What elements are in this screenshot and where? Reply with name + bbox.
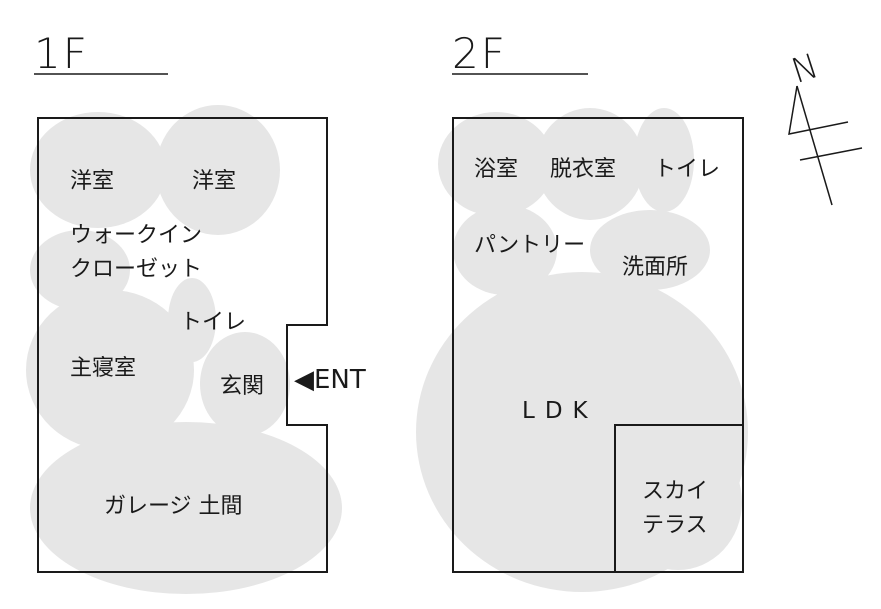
room-dressing: 脱衣室: [550, 157, 616, 182]
floor-2f-label: 2F: [452, 29, 507, 78]
entrance-marker: ◀ENT: [294, 365, 366, 395]
room-western-2: 洋室: [192, 169, 236, 194]
blob-sky-terrace: [614, 434, 742, 570]
sky-terrace-walls: [614, 424, 743, 572]
compass-arrow-icon: [788, 85, 849, 135]
blob-western-room-1: [30, 112, 166, 228]
blob-dressing: [536, 108, 644, 220]
blob-entrance-hall: [200, 332, 290, 436]
blob-walkin-closet: [30, 230, 130, 310]
room-toilet-2f: トイレ: [654, 157, 720, 182]
room-ldk: LDK: [522, 398, 598, 424]
room-master-bedroom: 主寝室: [70, 356, 136, 381]
compass-needle-line: [796, 85, 833, 206]
floor-2f-room-blobs: [416, 108, 748, 592]
room-pantry: パントリー: [474, 233, 585, 258]
room-sky-terrace-line2: テラス: [642, 513, 708, 538]
floor-2f: 2F 浴室 脱衣室 トイレ パントリー 洗面所 LDK スカイ テラス: [416, 29, 748, 592]
room-bath: 浴室: [474, 157, 518, 182]
entrance-arrow-icon: ◀: [294, 365, 314, 395]
north-letter-icon: N: [787, 46, 824, 92]
room-entrance-hall: 玄関: [220, 374, 264, 399]
blob-washroom: [590, 210, 710, 290]
room-western-1: 洋室: [70, 169, 114, 194]
entrance-label: ENT: [314, 365, 366, 395]
room-washroom: 洗面所: [622, 255, 688, 280]
floor-1f: 1F 洋室 洋室 ウォークイン クローゼット トイレ 主寝室 玄関 ガレージ 土…: [26, 29, 366, 594]
compass: N: [787, 46, 863, 206]
room-sky-terrace-line1: スカイ: [642, 479, 708, 504]
floor-1f-room-blobs: [26, 105, 342, 594]
room-garage: ガレージ 土間: [104, 494, 243, 519]
floor-1f-label: 1F: [34, 29, 89, 78]
blob-garage: [30, 422, 342, 594]
room-walkin-closet-line1: ウォークイン: [70, 223, 202, 248]
blob-bath: [438, 112, 554, 216]
compass-tick-line: [799, 147, 863, 161]
blob-pantry: [453, 205, 557, 295]
svg-text:N: N: [787, 46, 824, 92]
blob-toilet-2f: [634, 108, 694, 212]
blob-western-room-2: [156, 105, 280, 235]
blob-master-bedroom: [26, 290, 194, 450]
floor-2f-walls: [452, 117, 744, 573]
floor-1f-walls: [37, 117, 328, 573]
room-walkin-closet-line2: クローゼット: [70, 257, 202, 282]
room-toilet-1f: トイレ: [180, 310, 246, 335]
